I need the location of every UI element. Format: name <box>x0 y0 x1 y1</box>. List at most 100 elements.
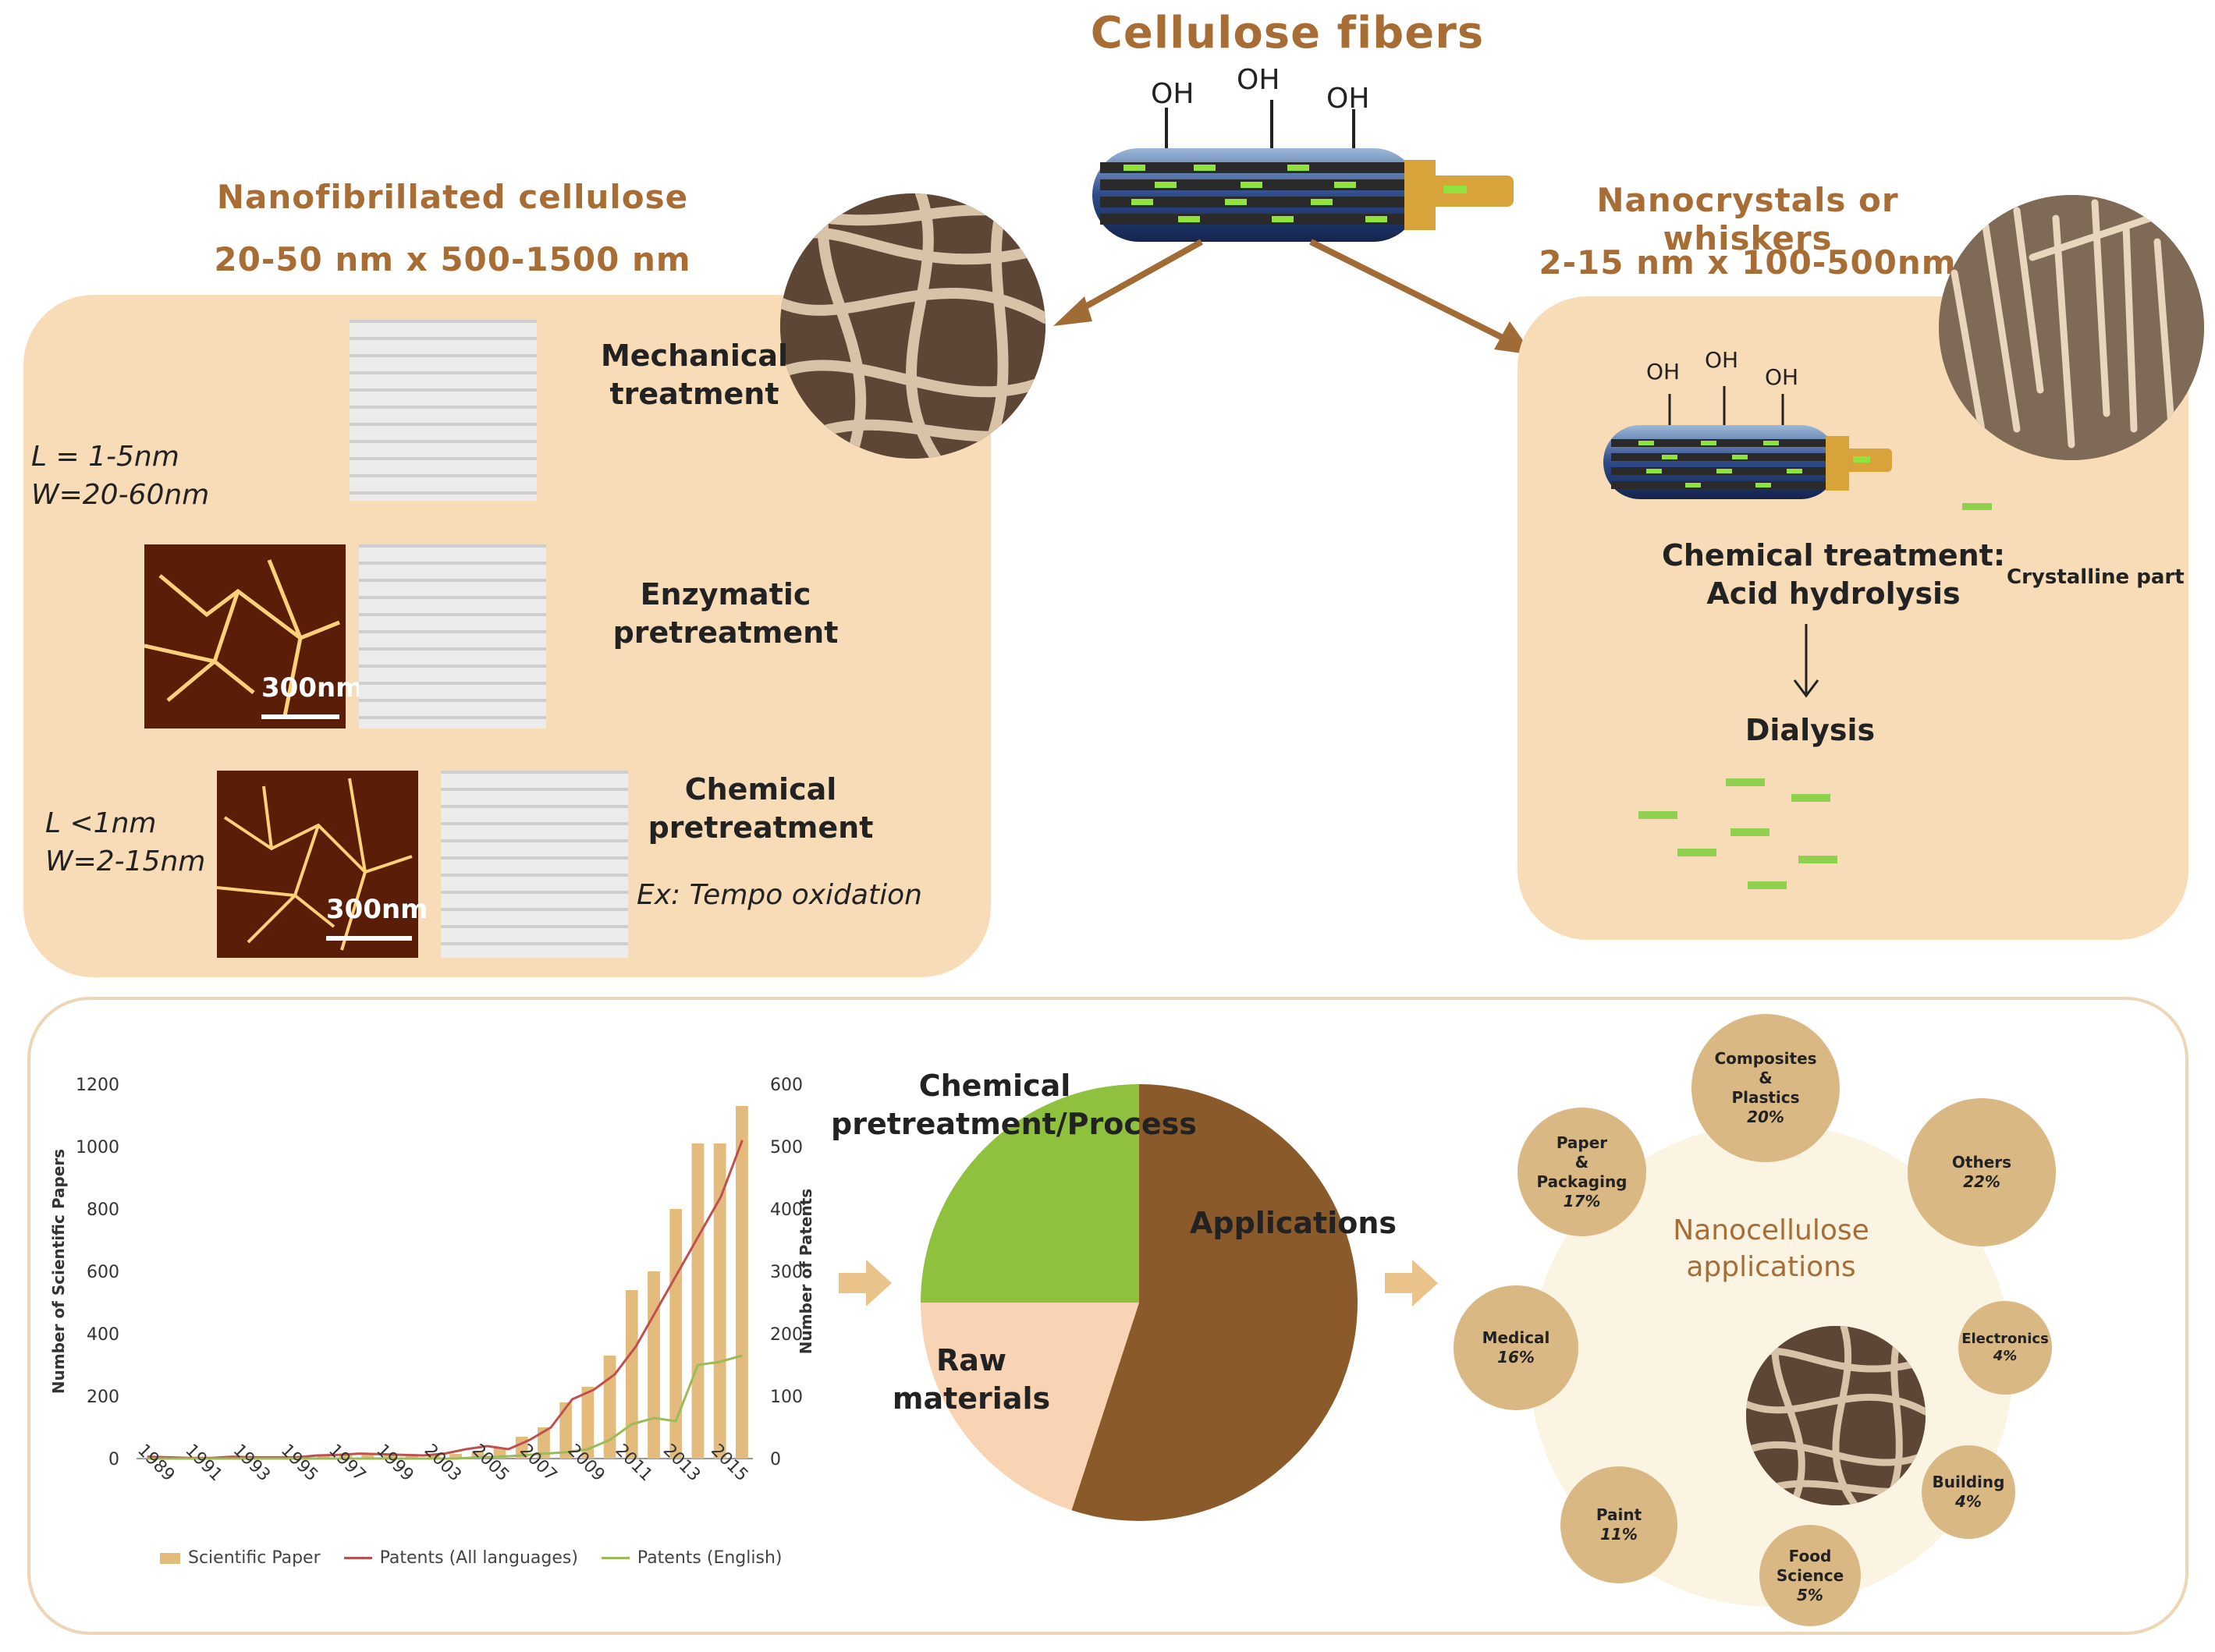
bar-scientific-paper <box>405 1455 418 1459</box>
bottom-panel <box>27 997 2188 1635</box>
split-arrows <box>1053 239 1533 355</box>
bar-scientific-paper <box>735 1106 748 1459</box>
oh-label: OH <box>1705 347 1739 373</box>
bar-scientific-paper <box>383 1455 396 1459</box>
pie-slice-raw-materials <box>921 1303 1139 1511</box>
bar-scientific-paper <box>603 1356 616 1459</box>
pie-slice-applications <box>1071 1084 1358 1521</box>
oh-label: OH <box>1326 83 1370 115</box>
bar-scientific-paper <box>538 1427 550 1459</box>
oh-label: OH <box>1237 64 1280 96</box>
legend-label: Patents (All languages) <box>379 1548 578 1568</box>
nanocrystal-micrograph <box>1939 195 2204 460</box>
nfc-size: 20-50 nm x 500-1500 nm <box>214 240 691 278</box>
nfc-film-photo-2 <box>359 544 546 729</box>
legend-swatch-paper <box>160 1552 180 1564</box>
scale-bar <box>261 714 339 719</box>
y-right-tick-label: 600 <box>770 1076 803 1095</box>
scale-label: 300nm <box>261 672 364 704</box>
y-right-tick-label: 400 <box>770 1200 803 1220</box>
bar-scientific-paper <box>713 1143 726 1459</box>
acid-hydrolysis-label: Chemical treatment:Acid hydrolysis <box>1661 538 2006 612</box>
legend-label: Patents (English) <box>637 1548 783 1568</box>
bar-scientific-paper <box>559 1402 573 1459</box>
nfc-title: Nanofibrillated cellulose <box>216 178 689 216</box>
y-left-axis-title: Number of Scientific Papers <box>49 1149 68 1394</box>
y-left-tick-label: 1000 <box>76 1138 119 1157</box>
y-left-tick-label: 600 <box>87 1263 119 1282</box>
scale-bar <box>326 936 412 941</box>
nanocellulose-center-image <box>1746 1326 1926 1505</box>
bar-scientific-paper <box>471 1452 485 1459</box>
bar-scientific-paper <box>427 1455 440 1459</box>
crystalline-marker <box>1962 503 1992 510</box>
line-patents-english <box>147 1354 743 1460</box>
y-right-tick-label: 300 <box>770 1263 803 1282</box>
y-right-tick-label: 200 <box>770 1325 803 1345</box>
oh-label: OH <box>1765 364 1799 390</box>
bar-scientific-paper <box>648 1271 660 1459</box>
pie-label-raw: Raw materials <box>892 1343 1051 1416</box>
bar-scientific-paper <box>449 1454 463 1459</box>
y-left-tick-label: 400 <box>87 1325 119 1345</box>
x-tick-label: 1999 <box>372 1441 417 1485</box>
y-right-tick-label: 0 <box>770 1450 781 1469</box>
legend-swatch-patents-english <box>601 1557 630 1559</box>
x-tick-label: 1989 <box>133 1441 178 1485</box>
oh-label: OH <box>1151 78 1194 110</box>
flow-arrow-1 <box>839 1260 892 1306</box>
bar-scientific-paper <box>339 1455 352 1459</box>
legend-swatch-patents-all <box>343 1557 372 1559</box>
nanofibril-micrograph <box>780 193 1045 459</box>
chart-legend: Scientific Paper Patents (All languages)… <box>160 1548 782 1568</box>
line-patents-all <box>147 1140 744 1459</box>
x-tick-label: 2003 <box>421 1441 465 1485</box>
tempo-oxidation-label: Ex: Tempo oxidation <box>637 879 922 911</box>
pie-slice-chemical-pretreatment-process <box>921 1084 1139 1303</box>
ncc-size: 2-15 nm x 100-500nm <box>1539 243 1957 282</box>
cellulose-fiber-illustration <box>1092 100 1514 242</box>
x-tick-label: 1993 <box>229 1441 274 1485</box>
x-tick-label: 1995 <box>277 1441 321 1485</box>
legend-label: Scientific Paper <box>188 1548 321 1568</box>
pie-label-applications: Applications <box>1190 1206 1397 1240</box>
y-left-tick-label: 0 <box>108 1450 119 1469</box>
afm-image-enzymatic <box>144 544 346 729</box>
afm-image-chemical <box>217 771 418 958</box>
bar-scientific-paper <box>361 1455 374 1459</box>
crystalline-part-label: Crystalline part <box>2007 565 2185 589</box>
y-left-tick-label: 1200 <box>76 1076 119 1095</box>
research-focus-pie <box>921 1084 1358 1521</box>
bar-scientific-paper <box>581 1387 595 1459</box>
x-tick-label: 1997 <box>325 1441 369 1485</box>
oh-label: OH <box>1646 359 1681 385</box>
y-left-tick-label: 200 <box>87 1388 119 1407</box>
nfc-film-photo-3 <box>441 771 628 958</box>
y-left-tick-label: 800 <box>87 1200 119 1220</box>
ncc-title: Nanocrystals or whiskers <box>1596 181 1899 257</box>
dialysis-label: Dialysis <box>1745 713 1876 747</box>
y-right-tick-label: 500 <box>770 1138 803 1157</box>
nfc-film-photo-1 <box>350 320 537 501</box>
flow-arrow-2 <box>1385 1260 1438 1306</box>
scale-label: 300nm <box>326 894 428 925</box>
y-right-tick-label: 100 <box>770 1388 803 1407</box>
cellulose-fibers-title: Cellulose fibers <box>1090 8 1485 58</box>
bar-scientific-paper <box>317 1455 330 1459</box>
bar-scientific-paper <box>691 1143 705 1459</box>
bar-scientific-paper <box>625 1290 638 1459</box>
